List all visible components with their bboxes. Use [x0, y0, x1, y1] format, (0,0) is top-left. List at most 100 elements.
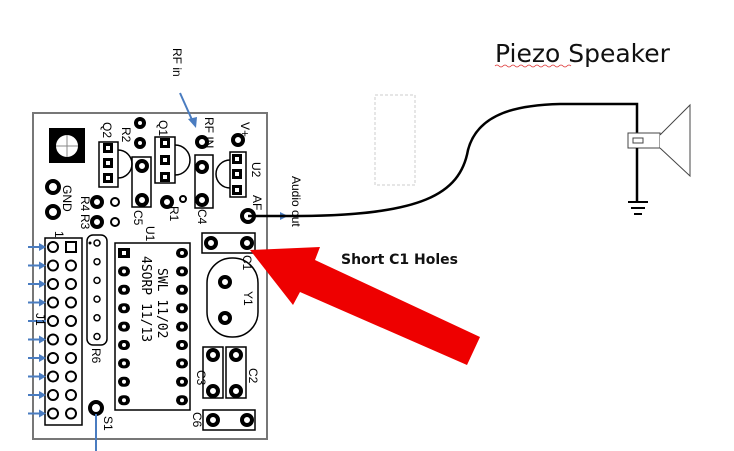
j1-label: J1 — [33, 313, 47, 326]
u1-pin-hole — [122, 251, 126, 255]
chip-text-line-1: SWL 11/02 — [154, 268, 169, 338]
j1-arrowhead — [39, 372, 46, 381]
r1-label: R1 — [167, 206, 181, 222]
j1-pin — [47, 352, 59, 364]
piezo-speaker-title: Piezo Speaker — [495, 39, 671, 68]
u1-pin-hole — [122, 379, 126, 384]
j1-arrowhead — [39, 243, 46, 251]
u1-pin-hole — [122, 343, 126, 347]
u2-label: U2 — [249, 162, 263, 178]
u1-pin-hole — [122, 361, 126, 366]
u1-pin-hole — [180, 379, 184, 384]
piezo-speaker-symbol — [627, 103, 691, 202]
u1-pin-hole — [180, 251, 184, 255]
s1-label: S1 — [101, 416, 115, 431]
r6-pin — [93, 314, 101, 322]
j1-arrowhead — [39, 298, 46, 307]
u2-regulator: U2 — [215, 151, 263, 198]
j1-arrowhead — [39, 409, 46, 418]
c6-label: C6 — [190, 412, 204, 428]
j1-pin — [65, 370, 77, 383]
c3-label: C3 — [194, 370, 208, 386]
red-pointer-arrow — [250, 247, 480, 365]
mounting-hole — [49, 128, 85, 163]
c4-label: C4 — [195, 209, 209, 225]
u1-pin-hole — [180, 324, 184, 329]
u1-pin-hole — [180, 269, 184, 274]
j1-pin — [47, 278, 59, 290]
r6-pins — [88, 239, 101, 341]
af-label: AF — [250, 195, 264, 210]
r6-pin — [93, 239, 101, 247]
j1-pin — [65, 315, 77, 327]
u1-pin-hole — [180, 398, 184, 403]
v-plus-label: V+ — [238, 122, 252, 137]
u1-chip — [114, 242, 191, 411]
r4-label: R4 — [78, 196, 92, 212]
u1-pin-hole — [180, 361, 184, 366]
j1-arrowhead — [39, 335, 46, 344]
speaker-wire — [248, 102, 639, 218]
r3-label: R3 — [78, 214, 92, 230]
u1-pin-hole — [180, 287, 184, 292]
j1-pins — [47, 241, 77, 420]
r6-pin — [93, 332, 101, 341]
u1-pin-hole — [122, 306, 126, 311]
j1-pin-1 — [65, 241, 77, 253]
q1-transistor: Q1 — [154, 120, 191, 184]
short-c1-holes-note: Short C1 Holes — [341, 252, 458, 268]
c5-label: C5 — [131, 210, 145, 226]
j1-pin — [65, 407, 77, 420]
j1-pin — [65, 333, 77, 346]
rf-in-pad-label: RF IN — [202, 117, 216, 148]
pin1-label: 1 — [52, 231, 66, 238]
r6-pin — [93, 295, 101, 303]
j1-pin — [65, 259, 77, 272]
j1-pin — [47, 333, 59, 346]
j1-pin — [47, 296, 59, 309]
spellcheck-underline — [494, 64, 572, 68]
r6-label: R6 — [89, 348, 103, 364]
j1-pin — [47, 259, 59, 272]
q1-label: Q1 — [156, 120, 170, 136]
placeholder-box — [374, 94, 416, 186]
j1-pin — [65, 389, 77, 401]
r6-pin — [93, 276, 101, 285]
rf-in-arrowhead — [188, 117, 197, 128]
u1-pin-hole — [180, 306, 184, 311]
u1-pin-hole — [122, 287, 126, 292]
r2-label: R2 — [119, 127, 133, 143]
chip-text-line-2: 4SORP 11/13 — [138, 256, 153, 342]
rf-in-arrow — [179, 92, 194, 123]
c1-capacitor — [201, 232, 256, 254]
u1-pins — [118, 248, 188, 406]
ground-icon — [628, 201, 648, 215]
j1-pin — [47, 389, 59, 401]
audio-out-label: Audio out — [289, 176, 303, 227]
r6-network — [86, 234, 108, 346]
j1-pin — [47, 407, 59, 420]
j1-pin — [47, 315, 59, 327]
gnd-label: GND — [60, 185, 74, 212]
r6-pin — [93, 257, 101, 266]
u1-pin-hole — [180, 343, 184, 347]
u1-label: U1 — [143, 226, 157, 242]
rf-in-label: RF in — [170, 48, 184, 77]
j1-input-arrows — [28, 243, 46, 418]
c2-label: C2 — [246, 368, 260, 384]
j1-arrowhead — [39, 280, 46, 288]
pcb-board: Q2 R2 C5 Q1 R1 RF IN C4 V+ — [28, 112, 268, 451]
u1-pin-hole — [122, 324, 126, 329]
j1-pin — [47, 241, 59, 253]
q2-label: Q2 — [100, 122, 114, 138]
j1-arrowhead — [39, 261, 46, 270]
j1-arrowhead — [39, 354, 46, 362]
j1-header — [44, 237, 83, 426]
u1-pin-hole — [122, 269, 126, 274]
y1-crystal — [206, 257, 259, 338]
j1-pin — [65, 352, 77, 364]
j1-arrowhead — [39, 391, 46, 399]
r6-pin1-dot — [88, 241, 92, 245]
j1-pin — [47, 370, 59, 383]
